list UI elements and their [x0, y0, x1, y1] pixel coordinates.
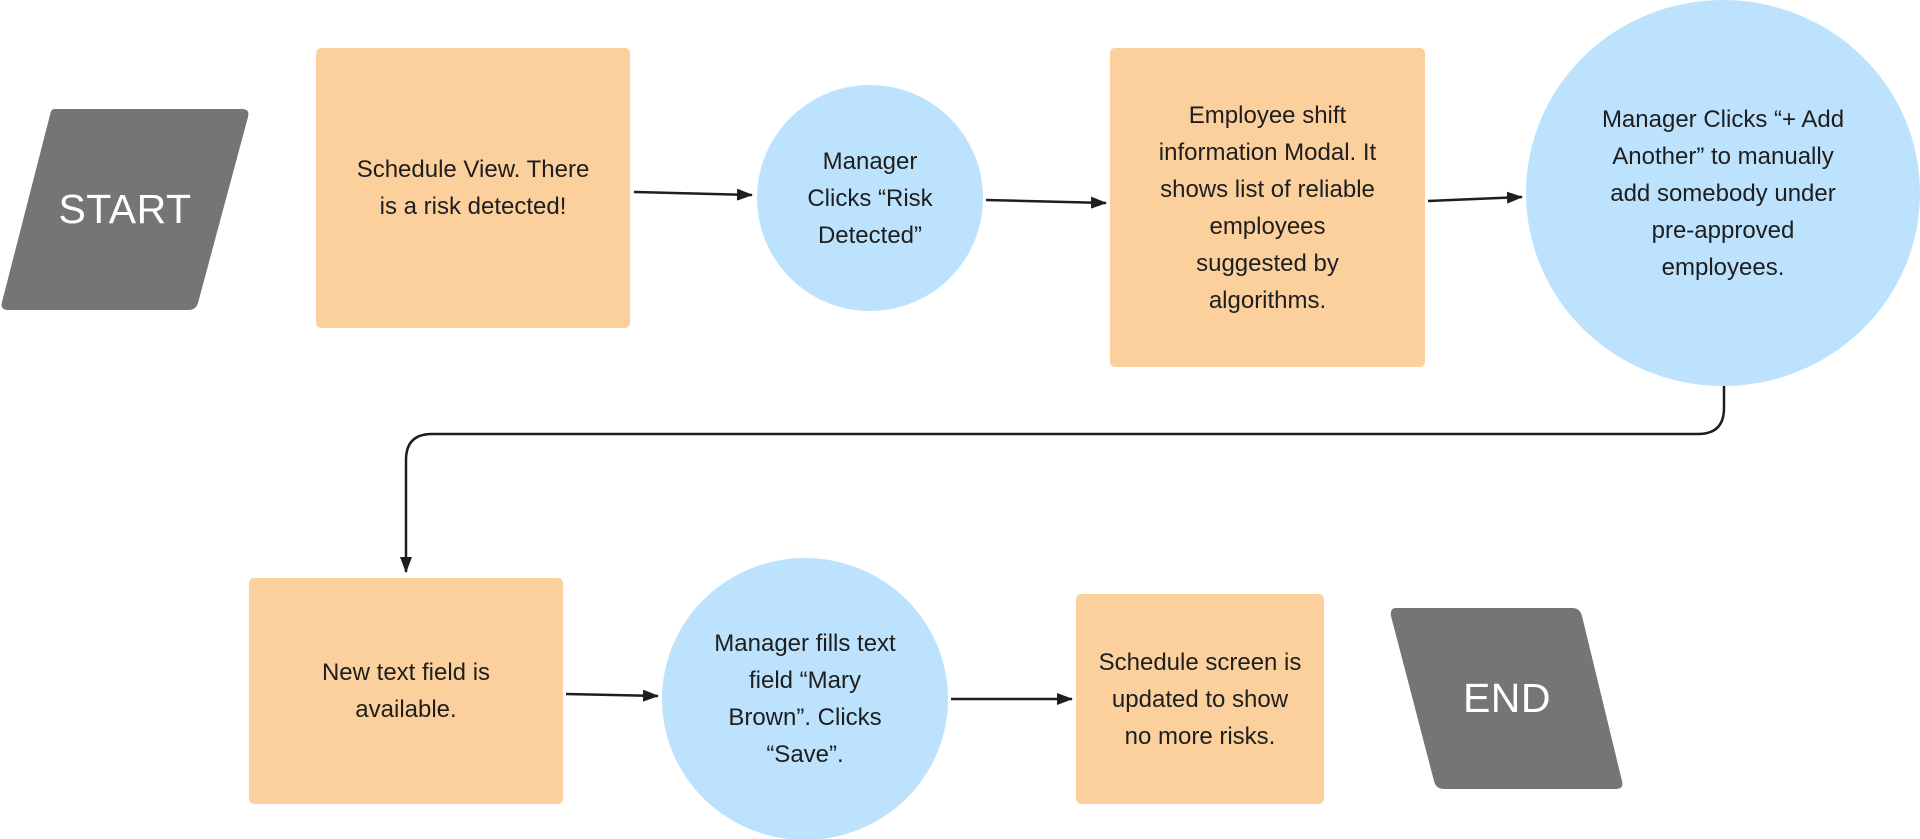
step-new-text-field-text: New text field is available. — [321, 659, 491, 723]
step-manager-clicks-risk-text: Manager Clicks “Risk Detected” — [807, 147, 933, 249]
step-add-another: Manager Clicks “+ Add Another” to manual… — [1526, 0, 1920, 386]
step-add-another-text: Manager Clicks “+ Add Another” to manual… — [1601, 105, 1845, 281]
arrow-text-field-to-fill — [565, 689, 659, 702]
end-label: END — [1462, 675, 1552, 721]
arrow-add-another-to-text-field — [400, 386, 1726, 573]
step-fill-text-field-text: Manager fills text field “Mary Brown”. C… — [714, 630, 896, 768]
step-shift-modal: Employee shift information Modal. It sho… — [1110, 48, 1425, 367]
step-schedule-view: Schedule View. There is a risk detected! — [316, 48, 630, 328]
arrow-risk-click-to-modal — [985, 196, 1107, 209]
step-schedule-updated-text: Schedule screen is updated to show no mo… — [1098, 648, 1302, 750]
step-new-text-field: New text field is available. — [249, 578, 563, 804]
start-terminal: START — [0, 107, 250, 312]
step-manager-clicks-risk: Manager Clicks “Risk Detected” — [757, 85, 983, 311]
step-schedule-updated: Schedule screen is updated to show no mo… — [1076, 594, 1324, 804]
arrow-schedule-to-risk-click — [633, 188, 753, 201]
step-shift-modal-text: Employee shift information Modal. It sho… — [1158, 101, 1377, 314]
start-label: START — [58, 186, 192, 232]
arrow-modal-to-add-another — [1427, 191, 1523, 204]
end-terminal: END — [1390, 606, 1624, 791]
step-schedule-view-text: Schedule View. There is a risk detected! — [356, 156, 590, 220]
step-fill-text-field: Manager fills text field “Mary Brown”. C… — [662, 558, 948, 839]
